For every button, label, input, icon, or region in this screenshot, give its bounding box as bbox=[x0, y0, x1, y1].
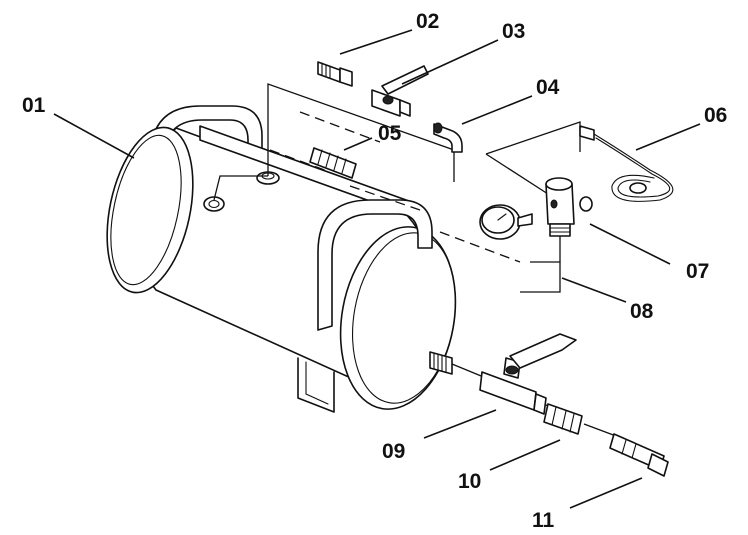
callout-03: 03 bbox=[502, 20, 525, 43]
leader-lines bbox=[53, 29, 701, 509]
tank bbox=[106, 105, 457, 413]
gauge-valve bbox=[545, 177, 593, 237]
leader-08 bbox=[561, 277, 627, 303]
leader-02 bbox=[339, 29, 413, 55]
leader-11 bbox=[569, 477, 643, 509]
callout-01: 01 bbox=[22, 94, 46, 117]
leader-09 bbox=[423, 409, 497, 439]
callout-10: 10 bbox=[458, 470, 481, 493]
leader-10 bbox=[489, 439, 561, 471]
tire-chuck bbox=[609, 433, 669, 477]
leader-06 bbox=[635, 123, 701, 151]
callout-04: 04 bbox=[536, 76, 560, 99]
pressure-gauge bbox=[479, 204, 533, 240]
coupler bbox=[543, 403, 583, 435]
callout-08: 08 bbox=[630, 300, 654, 323]
elbow-fitting bbox=[433, 122, 463, 153]
callout-09: 09 bbox=[382, 440, 405, 463]
leader-07 bbox=[589, 223, 671, 265]
callout-labels: 01 02 03 04 05 06 07 08 09 10 11 bbox=[22, 10, 727, 532]
outlet-ball-valve bbox=[479, 333, 577, 415]
leader-05 bbox=[343, 137, 373, 151]
callout-06: 06 bbox=[704, 104, 727, 127]
callout-07: 07 bbox=[686, 260, 709, 283]
callout-11: 11 bbox=[532, 509, 555, 532]
inlet-valve bbox=[371, 65, 429, 117]
leader-01 bbox=[53, 113, 135, 159]
hose-barb bbox=[309, 147, 357, 179]
inlet-fitting bbox=[317, 61, 353, 87]
assembly-lines bbox=[213, 83, 617, 437]
air-hose bbox=[579, 125, 674, 202]
leader-03 bbox=[401, 39, 499, 85]
callout-05: 05 bbox=[378, 122, 402, 145]
leader-04 bbox=[461, 95, 533, 125]
callout-02: 02 bbox=[416, 10, 439, 33]
